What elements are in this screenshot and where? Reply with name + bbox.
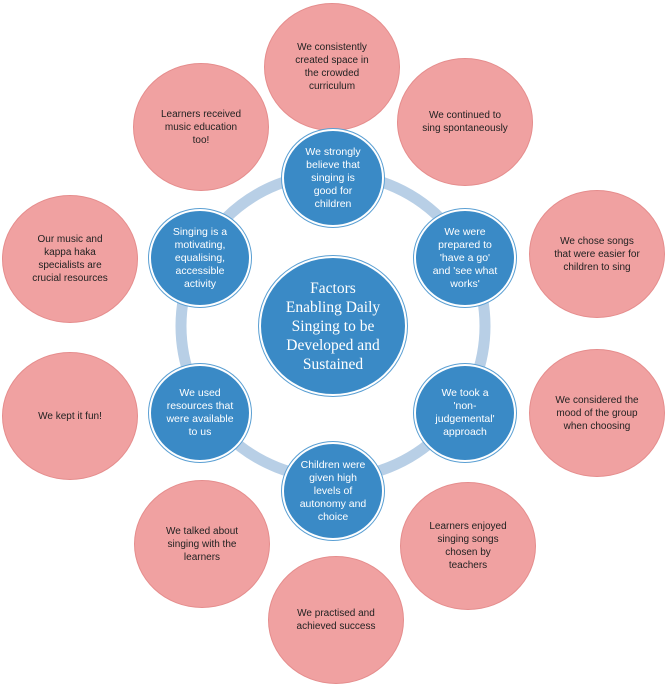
inner-node-text-2: We were prepared to 'have a go' and 'see… — [432, 225, 498, 290]
outer-node-2: We continued to sing spontaneously — [397, 58, 533, 186]
outer-node-text-4: We considered the mood of the group when… — [555, 394, 639, 432]
outer-node-8: We kept it fun! — [2, 352, 138, 480]
outer-node-text-1: We consistently created space in the cro… — [295, 42, 369, 92]
center-node: Factors Enabling Daily Singing to be Dev… — [259, 256, 407, 396]
outer-node-text-2: We continued to sing spontaneously — [422, 110, 508, 134]
inner-node-4: Children were given high levels of auton… — [282, 442, 384, 540]
outer-node-text-8: We kept it fun! — [38, 410, 102, 422]
inner-node-text-3: We took a 'non-judgemental' approach — [435, 387, 495, 438]
center-node-text: Factors Enabling Daily Singing to be Dev… — [285, 279, 381, 373]
outer-node-text-9: Our music and kappa haka specialists are… — [32, 234, 108, 284]
outer-node-text-7: We talked about singing with the learner… — [165, 525, 239, 563]
outer-node-9: Our music and kappa haka specialists are… — [2, 195, 138, 323]
outer-node-3: We chose songs that were easier for chil… — [529, 190, 665, 318]
outer-node-4: We considered the mood of the group when… — [529, 349, 665, 477]
outer-node-1: We consistently created space in the cro… — [264, 3, 400, 131]
outer-node-7: We talked about singing with the learner… — [134, 480, 270, 608]
inner-node-3: We took a 'non-judgemental' approach — [414, 364, 516, 462]
outer-node-text-10: Learners received music education too! — [160, 108, 242, 146]
inner-node-6: Singing is a motivating, equalising, acc… — [149, 209, 251, 307]
inner-node-2: We were prepared to 'have a go' and 'see… — [414, 209, 516, 307]
outer-node-5: Learners enjoyed singing songs chosen by… — [400, 482, 536, 610]
inner-node-text-6: Singing is a motivating, equalising, acc… — [172, 225, 228, 290]
outer-node-text-6: We practised and achieved success — [296, 608, 376, 632]
outer-node-6: We practised and achieved success — [268, 556, 404, 684]
outer-node-text-5: Learners enjoyed singing songs chosen by… — [429, 521, 507, 571]
outer-node-10: Learners received music education too! — [133, 63, 269, 191]
inner-node-text-4: Children were given high levels of auton… — [299, 458, 367, 523]
inner-node-text-1: We strongly believe that singing is good… — [305, 145, 361, 210]
inner-node-5: We used resources that were available to… — [149, 364, 251, 462]
inner-node-1: We strongly believe that singing is good… — [282, 129, 384, 227]
inner-node-text-5: We used resources that were available to… — [166, 387, 234, 438]
outer-node-text-3: We chose songs that were easier for chil… — [554, 235, 640, 273]
